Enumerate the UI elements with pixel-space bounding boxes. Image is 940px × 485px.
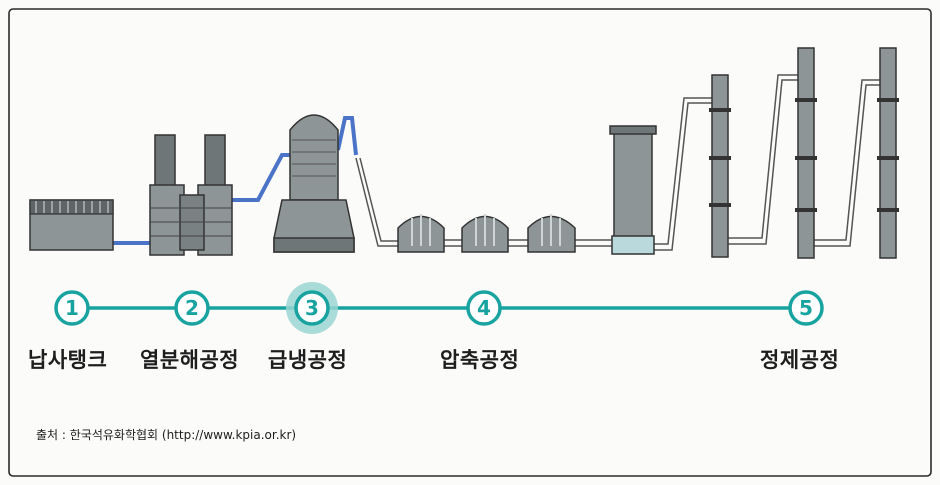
pyrolysis-furnace-icon [149,134,233,256]
step-1-marker: 1 [54,290,90,326]
step-4-label: 압축공정 [440,348,520,372]
step-3-label: 급냉공정 [268,348,348,372]
step-4-marker: 4 [466,290,502,326]
process-timeline: 1 2 3 4 5 [54,282,824,334]
source-caption: 출처 : 한국석유화학협회 (http://www.kpia.or.kr) [36,428,297,442]
step-1-label: 납사탱크 [28,348,108,372]
step-2-number: 2 [185,296,199,320]
quench-tower-icon [273,114,355,253]
naphtha-tank-icon [29,199,114,251]
step-5-marker: 5 [788,290,824,326]
step-1-number: 1 [65,296,79,320]
frame-border [8,8,932,477]
step-5-label: 정제공정 [760,348,840,372]
step-5-number: 5 [799,296,813,320]
cool-pipes [355,74,880,251]
step-2-marker: 2 [174,290,210,326]
step-2-label: 열분해공정 [140,348,240,372]
step-4-number: 4 [477,296,491,320]
separator-drum-icon [609,125,657,255]
step-3-number: 3 [305,296,319,320]
step-3-marker: 3 [294,290,330,326]
distillation-column-icon [709,47,899,259]
compressor-icon [397,214,576,253]
